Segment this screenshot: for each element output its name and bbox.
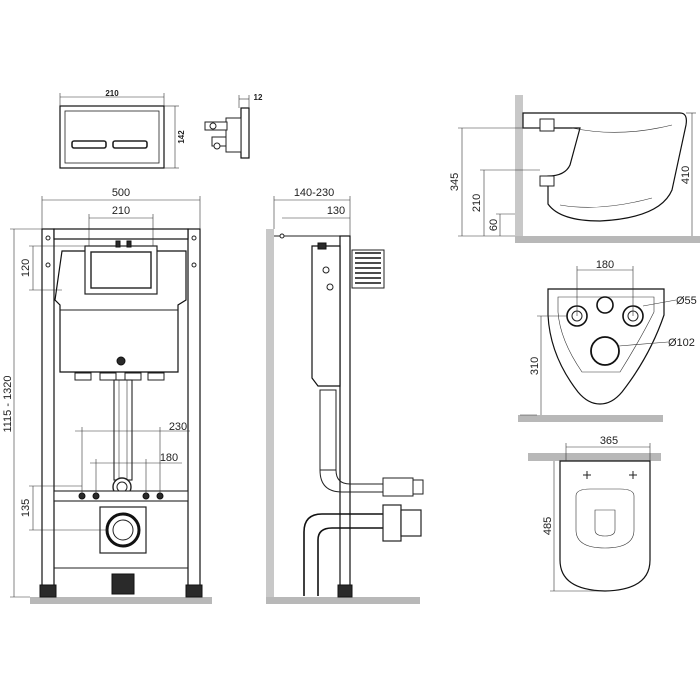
dim-frame-top-offset: 120: [20, 259, 32, 277]
flush-plate-side-view: 12: [204, 93, 263, 159]
drain-hole: [590, 336, 620, 366]
drain-pipe-stub: [111, 573, 135, 595]
frame-left-upright: [41, 228, 55, 590]
cistern-side: [311, 245, 341, 387]
bowl-back-view: 180 Ø55 Ø102 310: [518, 259, 697, 422]
dim-top-length: 485: [542, 517, 554, 535]
wall-side: [266, 229, 274, 604]
dim-hole-large: Ø102: [668, 337, 695, 349]
floor-front: [30, 597, 212, 604]
floor-side: [266, 597, 420, 604]
dim-frame-width: 500: [112, 187, 130, 199]
dim-side-depth: 140-230: [294, 187, 334, 199]
dim-bolt-spacing-inner: 180: [160, 452, 178, 464]
dim-bowl-210: 210: [471, 194, 483, 212]
frame-side-view: 140-230 130: [266, 187, 424, 604]
dim-top-width: 365: [600, 435, 618, 447]
dim-hole-small: Ø55: [676, 295, 697, 307]
dim-bowl-410: 410: [680, 166, 692, 184]
dim-flush-plate-height: 142: [177, 130, 186, 144]
dim-frame-height: 1115 - 1320: [2, 375, 14, 432]
bowl-side-shape: [522, 112, 687, 222]
dim-flush-plate-depth: 12: [254, 93, 263, 102]
bowl-top-view: 365 485: [528, 435, 661, 592]
side-upright: [339, 235, 351, 590]
dim-bolt-spacing-outer: 230: [169, 421, 187, 433]
dim-bolt-height: 135: [20, 499, 32, 517]
dim-side-inner-depth: 130: [327, 205, 345, 217]
bowl-top-shape: [559, 460, 651, 592]
dim-bowl-345: 345: [449, 173, 461, 191]
flush-button-left: [71, 140, 107, 149]
mounting-bar: [53, 490, 189, 502]
dim-bowl-60: 60: [488, 219, 500, 231]
flush-button-right: [112, 140, 148, 149]
frame-right-upright: [187, 228, 201, 590]
flush-pipe: [113, 379, 133, 481]
bowl-side-view: 345 210 60 410: [449, 95, 700, 243]
dim-bottom-spacing: 180: [596, 259, 614, 271]
dim-frame-inner-width: 210: [112, 205, 130, 217]
frame-top-bar: [53, 228, 189, 240]
frame-front-view: 500 210 1115 - 1320 120 230 180 135: [2, 187, 212, 604]
dim-bottom-depth: 310: [529, 357, 541, 375]
dim-flush-plate-width: 210: [105, 89, 119, 98]
flush-plate-front-view: 210 142: [59, 89, 186, 169]
